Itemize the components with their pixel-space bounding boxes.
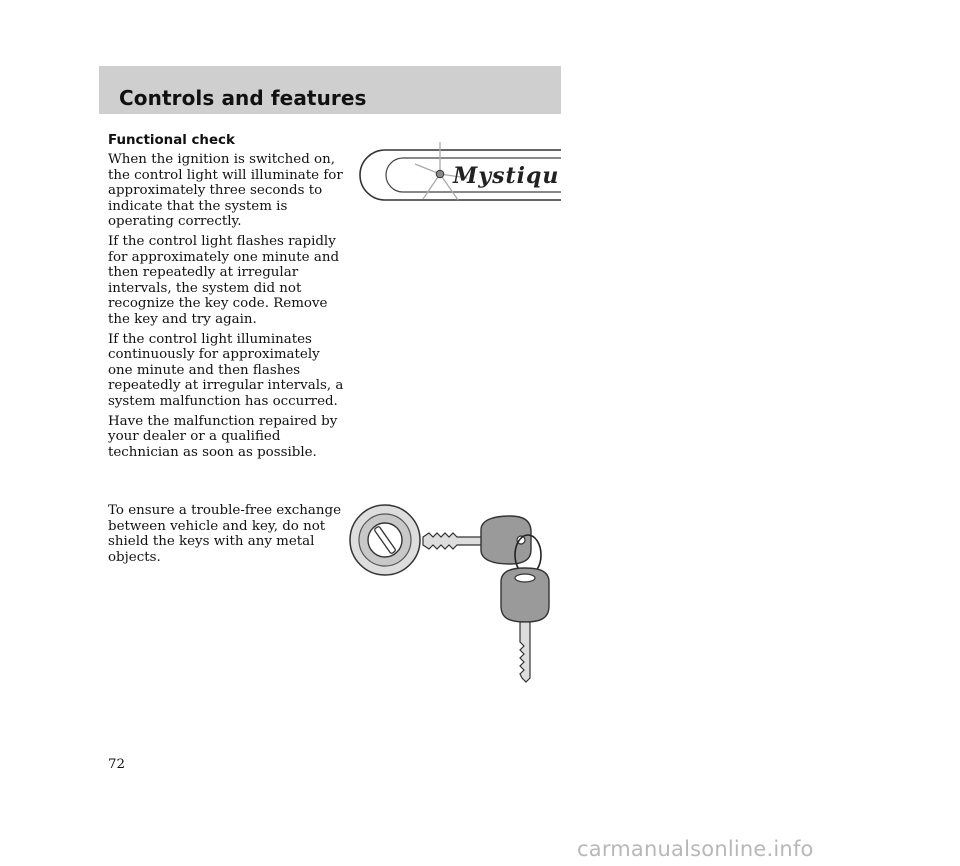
- text-line: between vehicle and key, do not: [108, 518, 326, 534]
- watermark: carmanualsonline.info: [577, 837, 814, 861]
- badge-text: Mystiqu: [452, 163, 559, 189]
- text-line: then repeatedly at irregular: [108, 265, 299, 281]
- text-line: indicate that the system is: [108, 198, 288, 214]
- text-line: If the control light illuminates: [108, 331, 312, 347]
- text-line: system malfunction has occurred.: [108, 393, 338, 409]
- text-line: technician as soon as possible.: [108, 444, 317, 460]
- text-line: When the ignition is switched on,: [108, 152, 335, 167]
- text-line: Have the malfunction repaired by: [108, 413, 338, 429]
- section-header: Controls and features: [99, 66, 561, 114]
- text-line: operating correctly.: [108, 214, 242, 230]
- text-line: for approximately one minute and: [108, 249, 340, 265]
- text-line: the control light will illuminate for: [108, 167, 343, 183]
- paragraph-3: If the control light illuminates continu…: [108, 331, 344, 410]
- functional-check-section: Functional check When the ignition is sw…: [108, 133, 344, 464]
- paragraph-4: Have the malfunction repaired by your de…: [108, 414, 340, 461]
- control-light-icon: [435, 169, 445, 179]
- section-title: Controls and features: [119, 86, 367, 110]
- page-number: 72: [108, 757, 126, 772]
- text-line: the key and try again.: [108, 311, 257, 327]
- paragraph-1: When the ignition is switched on, the co…: [108, 152, 343, 230]
- text-line: repeatedly at irregular intervals, a: [108, 378, 344, 394]
- text-line: To ensure a trouble-free exchange: [108, 503, 342, 518]
- light-rays-icon: [414, 142, 468, 201]
- text-line: objects.: [108, 549, 161, 565]
- section-heading: Functional check: [108, 133, 235, 148]
- paragraph-2: If the control light flashes rapidly for…: [108, 234, 340, 328]
- hanging-key-icon: [500, 567, 550, 683]
- text-line: continuously for approximately: [108, 347, 320, 363]
- text-line: one minute and then flashes: [108, 362, 301, 378]
- text-line: recognize the key code. Remove: [108, 296, 328, 312]
- text-line: If the control light flashes rapidly: [108, 233, 336, 249]
- text-line: your dealer or a qualified: [108, 429, 281, 445]
- note-paragraph: To ensure a trouble-free exchange betwee…: [108, 503, 342, 565]
- mystique-badge-illustration: Mystiqu: [359, 142, 561, 201]
- text-line: shield the keys with any metal: [108, 534, 315, 550]
- text-line: approximately three seconds to: [108, 183, 323, 199]
- ignition-lock-icon: [349, 504, 421, 576]
- key-note: To ensure a trouble-free exchange betwee…: [108, 503, 342, 569]
- ignition-key-illustration: [349, 504, 550, 683]
- text-line: intervals, the system did not: [108, 280, 302, 296]
